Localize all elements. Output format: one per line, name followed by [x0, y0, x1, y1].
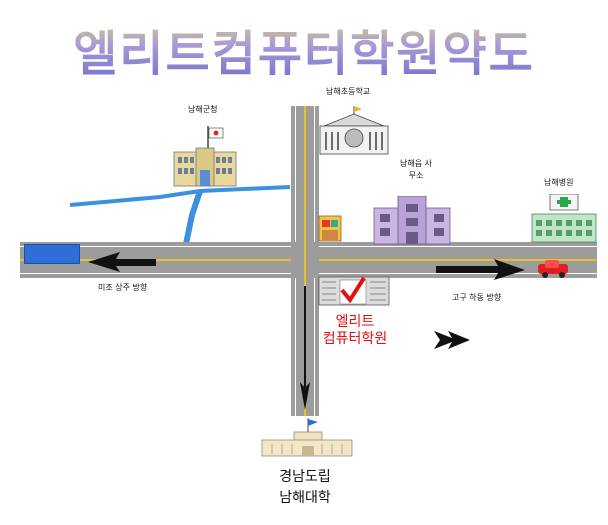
road-edge-line	[295, 278, 296, 416]
town-office-label: 남해읍 사무소	[400, 159, 432, 180]
county-office-building	[173, 126, 237, 187]
college-name-line1: 경남도립	[279, 469, 331, 485]
direction-label-right: 고구 하동 방향	[452, 293, 502, 302]
academy-name-line2: 컴퓨터학원	[322, 331, 388, 347]
direction-arrow-icon	[300, 382, 310, 410]
direction-arrow-icon	[434, 331, 470, 349]
flag-icon	[354, 106, 362, 112]
elementary-school-building	[319, 106, 389, 155]
road-edge-line	[314, 106, 315, 242]
college-name-line2: 남해대학	[279, 490, 331, 506]
river-branch-vertical	[183, 190, 203, 245]
road-center-line	[304, 106, 306, 416]
county-office-label: 남해군청	[188, 105, 218, 114]
river-branch-horizontal	[69, 185, 291, 207]
direction-arrow-icon	[436, 259, 525, 280]
checkmark-icon	[340, 276, 366, 304]
academy-name-line1: 엘리트	[335, 314, 375, 330]
hospital-label: 남해병원	[544, 178, 574, 187]
map-title: 엘리트컴퓨터학원약도	[0, 14, 608, 84]
college-building	[261, 418, 353, 457]
road-edge-line	[295, 106, 296, 242]
road-edge-line	[314, 278, 315, 416]
elementary-school-label: 남해초등학교	[326, 87, 371, 96]
town-office-building	[373, 196, 451, 245]
shop-building	[318, 215, 342, 242]
hospital-building	[531, 194, 597, 243]
bus-icon	[24, 244, 80, 264]
car-icon	[538, 260, 568, 278]
flag-icon	[308, 419, 318, 426]
direction-label-left: 미조 상주 방향	[98, 283, 148, 292]
direction-arrow-icon	[88, 252, 156, 272]
academy-building	[318, 276, 390, 306]
